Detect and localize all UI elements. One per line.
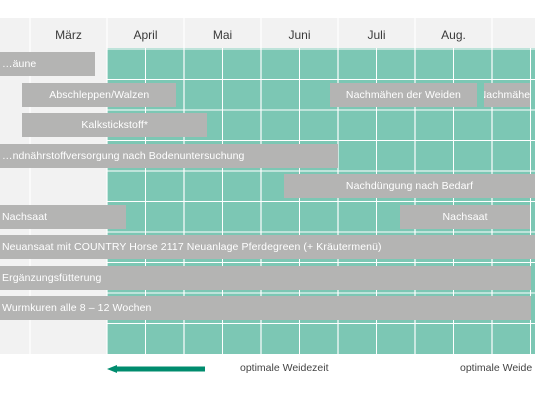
task-label: …ndnährstoffversorgung nach Bodenuntersu…	[2, 149, 245, 162]
task-bar: Nachdüngung nach Bedarf	[284, 174, 535, 198]
task-bar: Abschleppen/Walzen	[22, 82, 177, 107]
task-bar: Neuansaat mit COUNTRY Horse 2117 Neuanla…	[0, 235, 535, 259]
task-label: Abschleppen/Walzen	[49, 88, 150, 101]
task-label: Nachsaat	[2, 210, 48, 223]
task-bar: Wurmkuren alle 8 – 12 Wochen	[0, 296, 531, 320]
task-label: Neuansaat mit COUNTRY Horse 2117 Neuanla…	[2, 241, 382, 253]
task-label: Nachdüngung nach Bedarf	[345, 180, 474, 192]
task-bar: …ndnährstoffversorgung nach Bodenuntersu…	[0, 143, 338, 168]
task-label: …äune	[2, 58, 37, 70]
task-label: Ergänzungsfütterung	[2, 271, 102, 284]
header-band	[0, 18, 535, 48]
month-label: April	[133, 28, 158, 42]
legend-label: optimale Weidezeit	[240, 362, 329, 374]
task-bar: Nachsaat	[0, 204, 127, 229]
month-label: Juni	[288, 28, 311, 42]
task-bar: Kalkstickstoff*	[22, 113, 208, 137]
task-bar: Nachmähen der Weiden	[330, 82, 477, 107]
month-header: März April Mai Juni Juli Aug.	[0, 0, 535, 48]
month-label: Mai	[212, 28, 233, 42]
task-label: Nachsaat	[442, 210, 488, 223]
arrow-left-icon	[107, 365, 205, 373]
task-bar: Ergänzungsfütterung	[0, 265, 531, 290]
task-bar: Nachsaat	[399, 204, 531, 229]
task-label: Nachmähen	[484, 88, 531, 101]
task-label: Kalkstickstoff*	[81, 119, 149, 131]
task-label: Nachmähen der Weiden	[345, 88, 461, 101]
legend-arrow-shape	[107, 365, 205, 373]
task-bar: Nachmähen	[484, 82, 531, 107]
month-label: Juli	[367, 28, 386, 42]
task-bar: …äune	[0, 52, 96, 76]
legend: optimale Weidezeit optimale Weide	[0, 356, 535, 386]
month-label: Aug.	[441, 28, 466, 42]
month-label: März	[55, 28, 82, 42]
task-label: Wurmkuren alle 8 – 12 Wochen	[2, 302, 152, 314]
legend-label-repeat: optimale Weide	[460, 362, 533, 374]
